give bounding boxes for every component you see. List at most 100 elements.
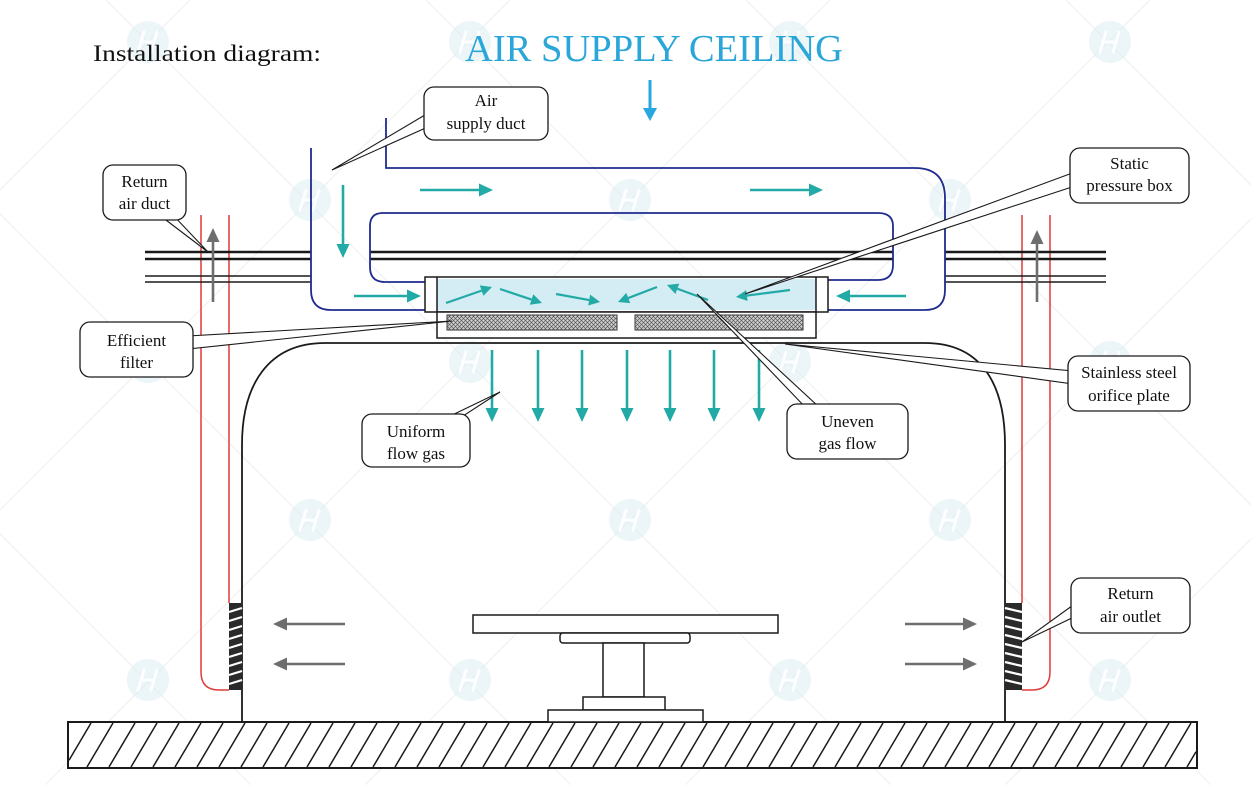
return-air-duct-right xyxy=(1021,215,1051,691)
watermark-diagonal xyxy=(1065,0,1251,186)
floor-hatch-line xyxy=(1120,722,1148,768)
floor-hatch-line xyxy=(768,722,796,768)
uniform-flow-arrow xyxy=(620,350,634,422)
filter-hatch-line xyxy=(663,314,680,331)
floor-hatch-line xyxy=(350,722,378,768)
filter-hatch-line xyxy=(447,314,464,331)
workbench xyxy=(472,614,779,723)
watermark-diagonal xyxy=(0,213,572,785)
floor-hatch-line xyxy=(526,722,554,768)
floor-hatch-line xyxy=(944,722,972,768)
filter-hatch-line xyxy=(775,314,792,331)
callout-box xyxy=(786,403,909,460)
return-duct-up-arrow-head xyxy=(1030,230,1044,244)
callout-pointer xyxy=(784,343,1074,385)
filter-hatch-line xyxy=(446,325,452,331)
uniform-flow-arrow-head xyxy=(531,408,545,422)
title-down-arrow-head xyxy=(643,108,657,121)
filter-hatch-line xyxy=(634,314,648,328)
uneven-flow-arrow-head xyxy=(588,294,600,306)
watermark-diagonal xyxy=(44,0,831,785)
watermark-logo-icon xyxy=(127,21,169,63)
uneven-flow-arrow-head xyxy=(736,290,748,302)
callout-line: supply duct xyxy=(447,114,526,133)
filter-hatch-line xyxy=(495,314,512,331)
filter-hatch-line xyxy=(635,314,652,331)
floor-hatch-line xyxy=(900,722,928,768)
filter-hatch-line xyxy=(519,314,536,331)
floor-hatch-line xyxy=(614,722,642,768)
box-inflow-arrow-right xyxy=(836,289,906,303)
callout-static-pressure-box: Static pressure box xyxy=(744,147,1190,295)
floor-hatch-line xyxy=(1076,722,1104,768)
filter-hatch-line xyxy=(451,314,468,331)
room-return-arrow-right-head xyxy=(963,617,977,631)
supply-duct-outer-left-wall xyxy=(310,148,425,311)
filter-hatch-line xyxy=(446,321,456,331)
watermark-logo-mark xyxy=(458,668,481,692)
uniform-flow-arrow xyxy=(663,350,677,422)
watermark-diagonal xyxy=(1004,538,1251,785)
callout-line: air duct xyxy=(119,194,171,213)
watermark-logo-mark xyxy=(1098,668,1121,692)
callout-pointer xyxy=(187,320,453,350)
grille-slat xyxy=(228,651,243,659)
filter-hatch-line xyxy=(655,314,672,331)
floor-hatch-line xyxy=(240,722,268,768)
filter-hatch-line xyxy=(539,314,556,331)
room-return-arrow-right-head xyxy=(963,657,977,671)
uneven-flow-arrow-shaft xyxy=(746,288,791,297)
callout-box xyxy=(423,86,549,141)
uneven-flow-arrow xyxy=(618,285,658,304)
floor-hatch-line xyxy=(636,722,664,768)
filter-hatch-line xyxy=(446,317,460,331)
page-title: AIR SUPPLY CEILING xyxy=(465,28,843,70)
filter-hatch-line xyxy=(599,314,616,331)
floor-hatch-line xyxy=(878,722,906,768)
diagram-label: Installation diagram: xyxy=(93,41,321,66)
grille-slat xyxy=(228,678,243,686)
floor-hatch-line xyxy=(284,722,312,768)
room-return-arrow-left xyxy=(273,657,345,671)
floor-hatch-line xyxy=(306,722,334,768)
watermark-logo-icon xyxy=(449,659,491,701)
floor-hatch-line xyxy=(702,722,730,768)
filter-hatch-line xyxy=(675,314,692,331)
grille-slat xyxy=(228,633,243,641)
filter-hatch-line xyxy=(459,314,476,331)
workbench-base xyxy=(582,696,666,711)
return-air-duct-left xyxy=(200,215,230,691)
floor-hatch-line xyxy=(966,722,994,768)
supply-downflow-arrow-head xyxy=(336,244,350,258)
floor-hatch-line xyxy=(1186,751,1197,768)
floor-hatch-line xyxy=(196,722,224,768)
watermark-logo-icon xyxy=(609,499,651,541)
callout-box xyxy=(1070,577,1191,634)
callout-uneven-gas-flow: Uneven gas flow xyxy=(696,293,909,460)
floor-hatch-line xyxy=(856,722,884,768)
filter-hatch-line xyxy=(703,314,720,331)
callout-air-supply-duct: Air supply duct xyxy=(331,86,549,171)
filter-hatch-line xyxy=(511,314,528,331)
down-arrow-icon xyxy=(643,80,657,121)
watermark-logo-icon xyxy=(1089,659,1131,701)
filter-hatch-line xyxy=(551,314,568,331)
grille-slat xyxy=(228,660,243,668)
grille-slat xyxy=(1004,642,1023,650)
watermark-logo-icon xyxy=(127,659,169,701)
callout-box xyxy=(1069,147,1190,204)
filter-hatch-line xyxy=(507,314,524,331)
floor-hatch-line xyxy=(86,722,114,768)
uneven-flow-arrow xyxy=(445,285,492,305)
filter-hatch-line xyxy=(651,314,668,331)
filter-hatch-line xyxy=(743,314,760,331)
filter-hatch-line xyxy=(711,314,728,331)
floor-hatch-line xyxy=(658,722,686,768)
uneven-flow-arrow xyxy=(499,287,542,305)
floor-hatch-line xyxy=(108,722,136,768)
callout-line: flow gas xyxy=(387,444,445,463)
filter-hatch-line xyxy=(799,314,804,319)
room-return-arrow-left xyxy=(273,617,345,631)
callout-line: Air xyxy=(475,91,498,110)
workbench-bracket xyxy=(559,632,691,644)
